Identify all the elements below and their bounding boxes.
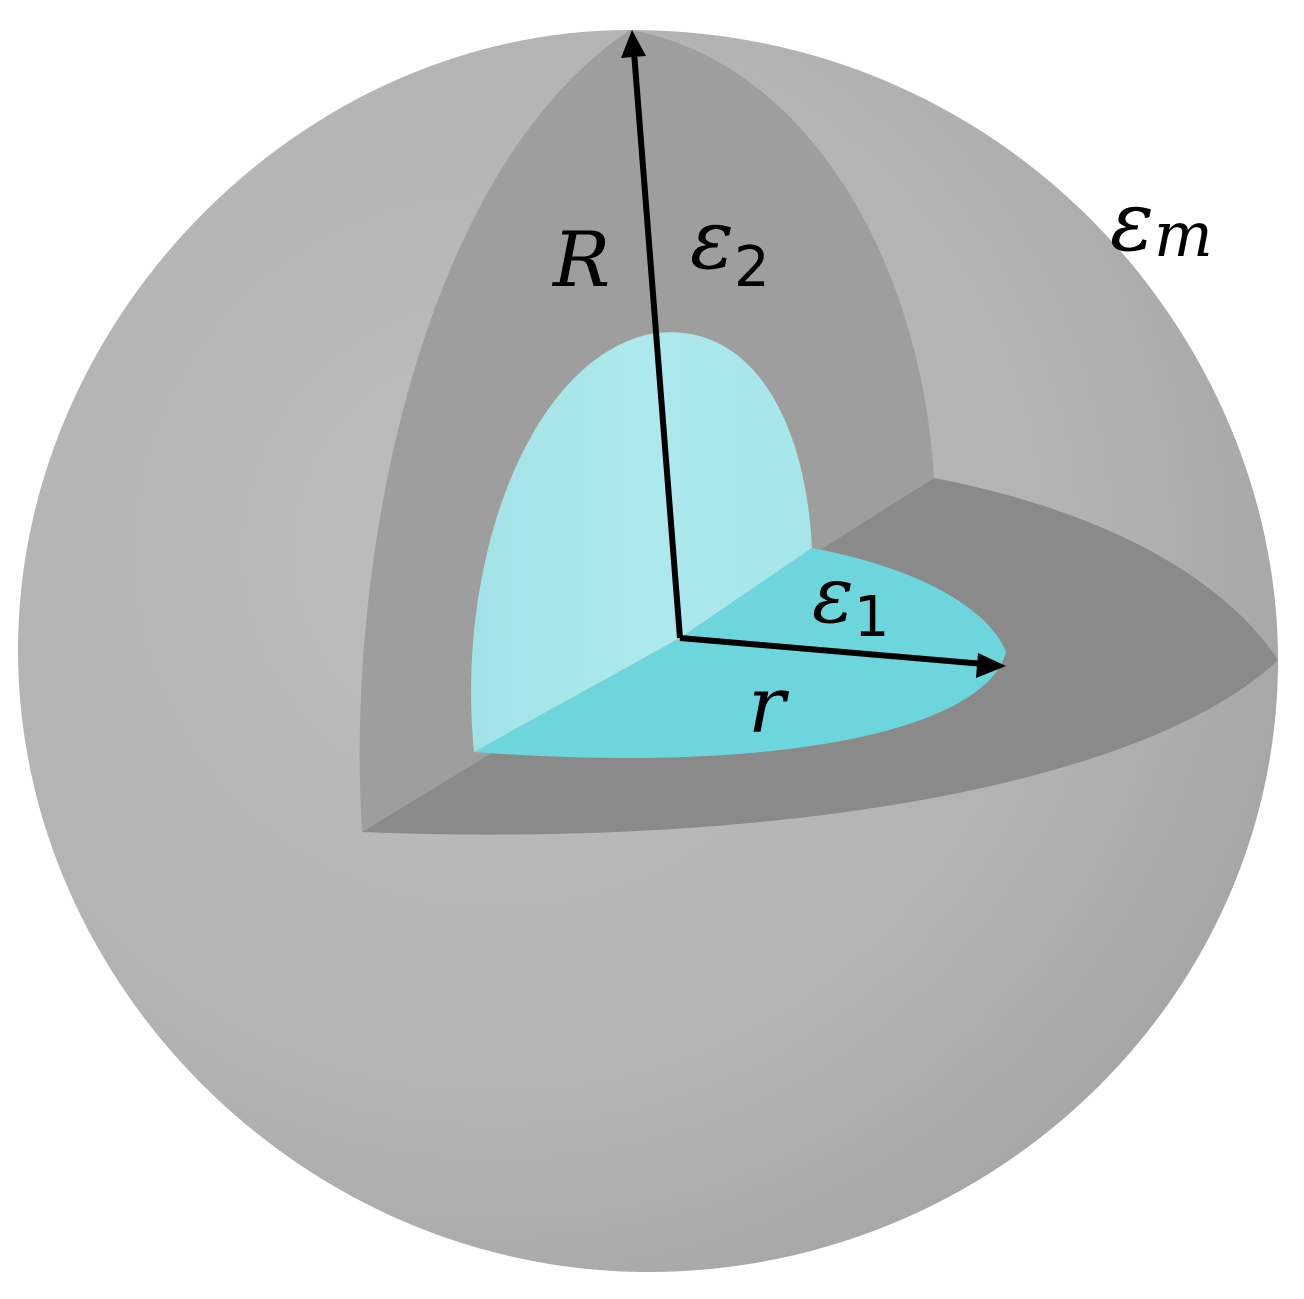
core-epsilon: ε	[812, 551, 854, 641]
medium-epsilon: ε	[1110, 175, 1154, 270]
outer-radius-arrowhead	[621, 30, 646, 58]
inner-radius-arrow	[679, 635, 985, 667]
core-subscript: 1	[854, 585, 890, 650]
shell-epsilon: ε	[690, 193, 734, 288]
medium-subscript: m	[1154, 198, 1213, 271]
outer-radius-arrow	[631, 51, 683, 639]
core-permittivity-label: ε1	[812, 551, 890, 650]
medium-permittivity-label: εm	[1110, 175, 1213, 271]
inner-radius-label: r	[748, 661, 790, 751]
shell-subscript: 2	[734, 235, 770, 300]
shell-permittivity-label: ε2	[690, 193, 770, 300]
core-vertical-cut-face	[471, 332, 812, 752]
inner-radius-arrowhead	[976, 653, 1006, 678]
core-horizontal-cut-face	[474, 548, 1006, 759]
outer-radius-label: R	[551, 215, 610, 304]
